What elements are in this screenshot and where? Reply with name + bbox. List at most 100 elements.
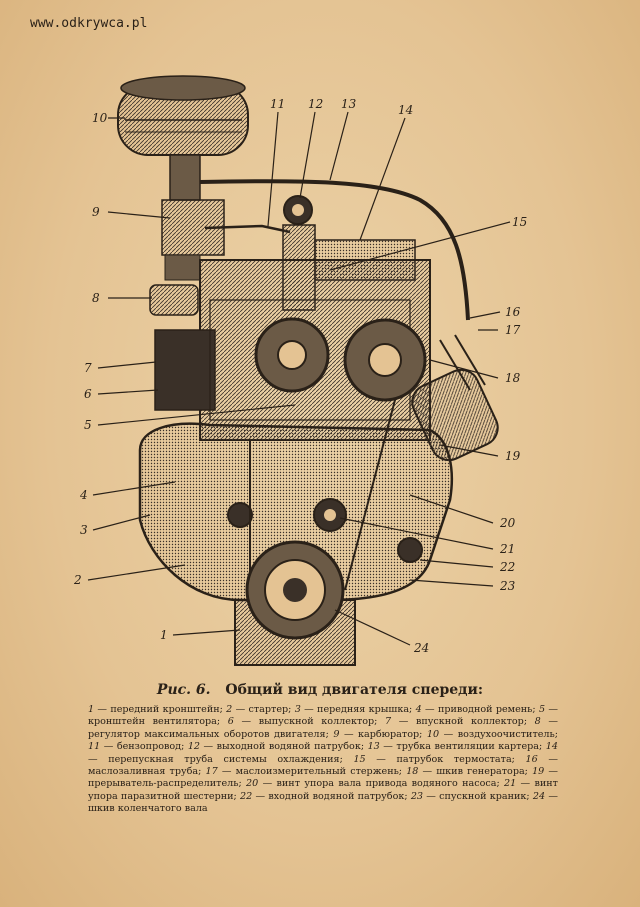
callout-7: 7 xyxy=(84,361,92,375)
callout-6: 6 xyxy=(84,387,92,401)
legend-number: 19 xyxy=(532,766,545,778)
legend-item: 10 — воздухоочиститель; xyxy=(426,728,558,740)
legend-item: 2 — стартер; xyxy=(226,704,292,715)
legend-text: маслозаливная труба; xyxy=(88,766,202,778)
leader-lines xyxy=(87,111,511,646)
legend-number: 3 xyxy=(294,704,301,715)
legend-number: 16 xyxy=(525,753,538,765)
legend-item: 19 — прерыватель-распределитель; xyxy=(88,766,559,790)
callout-5: 5 xyxy=(84,418,92,432)
legend-number: 5 xyxy=(538,704,546,715)
legend-text: приводной ремень; xyxy=(437,704,536,715)
legend-item: 24 — шкив коленчатого вала xyxy=(88,790,558,815)
legend-item: 15 — патрубок термостата; xyxy=(353,753,515,765)
legend-item: 3 — передняя крышка; xyxy=(294,704,413,715)
legend-item: 9 — карбюратор; xyxy=(333,728,423,740)
legend-number: 9 xyxy=(333,728,340,740)
legend-text: винт упора вала привода водяного насоса; xyxy=(276,778,500,790)
legend-number: 2 xyxy=(226,704,233,715)
legend-text: стартер; xyxy=(248,704,292,715)
legend-number: 1 xyxy=(88,704,95,715)
callout-20: 20 xyxy=(499,516,516,530)
legend-number: 7 xyxy=(385,716,392,728)
legend-item: 13 — трубка вентиляции картера; xyxy=(367,741,543,753)
legend-text: регулятор максимальных оборотов двигател… xyxy=(88,728,329,740)
callout-labels: 10 11 12 13 14 9 15 8 16 17 7 18 6 5 19 … xyxy=(73,97,527,655)
legend-text: передний кронштейн; xyxy=(110,704,223,715)
legend-text: передняя крышка; xyxy=(317,704,413,715)
legend-text: прерыватель-распределитель; xyxy=(88,778,242,790)
callout-2: 2 xyxy=(73,573,82,587)
legend-number: 11 xyxy=(88,741,101,753)
legend-item: 14 — перепускная труба системы охлаждени… xyxy=(88,741,558,765)
legend-number: 14 xyxy=(545,741,558,753)
legend-item: 20 — винт упора вала привода водяного на… xyxy=(246,778,500,790)
legend-number: 12 xyxy=(187,741,201,753)
legend-text: выходной водяной патрубок; xyxy=(216,741,365,753)
legend-item: 1 — передний кронштейн; xyxy=(88,704,223,715)
legend-item: 23 — спускной краник; xyxy=(410,790,530,802)
legend-number: 13 xyxy=(367,741,380,753)
ventilation-tube xyxy=(199,179,470,321)
legend-number: 22 xyxy=(240,790,253,802)
legend-text: впускной коллектор; xyxy=(415,716,528,728)
legend-number: 20 xyxy=(246,778,259,790)
legend-text: винт упора паразитной шестерни; xyxy=(88,778,558,802)
legend-item: 8 — регулятор максимальных оборотов двиг… xyxy=(88,716,558,740)
callout-19: 19 xyxy=(505,449,521,463)
callout-15: 15 xyxy=(512,215,527,229)
legend-text: карбюратор; xyxy=(358,728,423,740)
legend-text: патрубок термостата; xyxy=(396,753,515,765)
legend-number: 8 xyxy=(534,716,541,728)
legend-text: выпускной коллектор; xyxy=(258,716,378,728)
callout-10: 10 xyxy=(92,111,108,125)
legend-number: 6 xyxy=(227,716,234,728)
legend-item: 11 — бензопровод; xyxy=(88,741,185,753)
legend-item: 5 — кронштейн вентилятора; xyxy=(88,704,558,728)
legend-item: 18 — шкив генератора; xyxy=(406,766,528,778)
legend-item: 12 — выходной водяной патрубок; xyxy=(187,741,365,753)
callout-3: 3 xyxy=(80,523,88,537)
legend-text: трубка вентиляции картера; xyxy=(396,741,543,753)
legend-number: 21 xyxy=(504,778,517,790)
legend-item: 17 — маслоизмерительный стержень; xyxy=(205,766,403,778)
legend-text: кронштейн вентилятора; xyxy=(88,716,221,728)
callout-24: 24 xyxy=(413,641,429,655)
legend-item: 6 — выпускной коллектор; xyxy=(227,716,378,728)
legend-number: 10 xyxy=(426,728,440,740)
callout-4: 4 xyxy=(79,488,88,502)
legend-text: воздухоочиститель; xyxy=(457,728,558,740)
legend-item: 7 — впускной коллектор; xyxy=(385,716,528,728)
legend-number: 18 xyxy=(406,766,419,778)
callout-23: 23 xyxy=(499,579,516,593)
callout-9: 9 xyxy=(92,205,100,219)
legend-text: перепускная труба системы охлаждения; xyxy=(108,753,343,765)
callout-18: 18 xyxy=(505,371,521,385)
callout-22: 22 xyxy=(499,560,515,574)
legend-item: 21 — винт упора паразитной шестерни; xyxy=(88,778,558,802)
legend-item: 16 — маслозаливная труба; xyxy=(88,753,558,778)
callout-17: 17 xyxy=(505,323,521,337)
legend-number: 4 xyxy=(415,704,422,715)
callout-1: 1 xyxy=(160,628,168,642)
legend-number: 15 xyxy=(353,753,366,765)
crankshaft-pulley xyxy=(234,540,356,666)
engine-illustration: 10 11 12 13 14 9 15 8 16 17 7 18 6 5 19 … xyxy=(73,75,527,666)
legend-text: спускной краник; xyxy=(439,790,530,802)
legend-text: входной водяной патрубок; xyxy=(268,790,408,802)
legend-text: шкив генератора; xyxy=(436,766,528,778)
legend-text: шкив коленчатого вала xyxy=(88,803,208,815)
figure-legend: 1 — передний кронштейн; 2 — стартер; 3 —… xyxy=(88,704,558,816)
fuel-line xyxy=(204,224,291,234)
legend-text: бензопровод; xyxy=(116,741,185,753)
legend-number: 23 xyxy=(410,790,424,802)
fan-pulleys xyxy=(254,317,427,402)
legend-item: 4 — приводной ремень; xyxy=(415,704,536,715)
callout-21: 21 xyxy=(499,542,515,556)
figure-caption: Рис. 6. Общий вид двигателя спереди: xyxy=(0,682,640,698)
callout-14: 14 xyxy=(398,103,413,117)
callout-11: 11 xyxy=(270,97,285,111)
legend-number: 17 xyxy=(205,766,218,778)
callout-8: 8 xyxy=(92,291,100,305)
callout-16: 16 xyxy=(505,305,521,319)
